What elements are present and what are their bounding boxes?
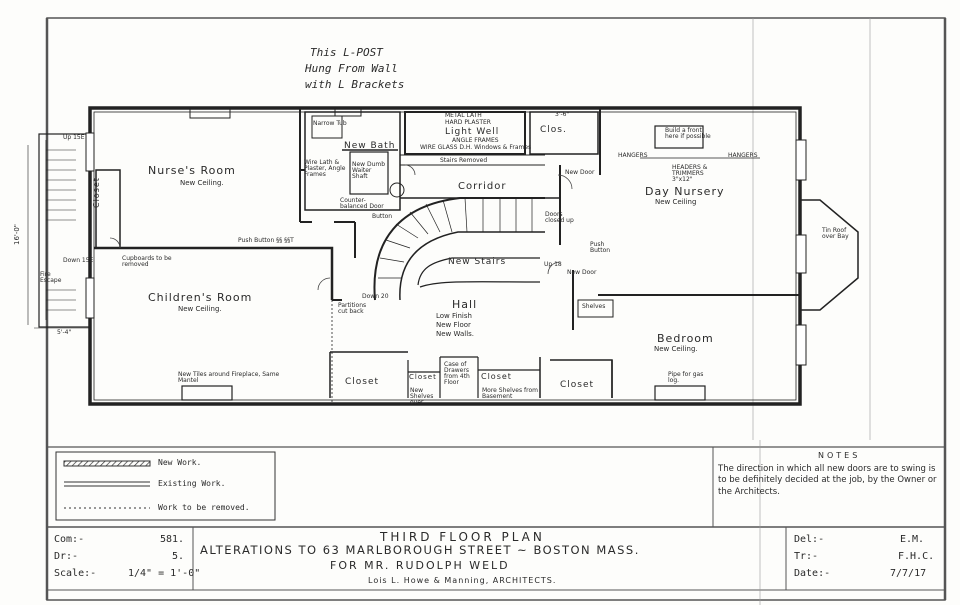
dumb-waiter-note: New Dumb Waiter Shaft	[352, 161, 386, 180]
wire-glass-note: WIRE GLASS D.H. Windows & Frames	[420, 144, 532, 151]
day-nursery-note: New Ceiling	[655, 198, 697, 206]
date-label: Date:-	[794, 568, 831, 579]
narrow-tub-note: Narrow Tub	[313, 120, 347, 127]
up-15e-note: Up 15E	[63, 134, 85, 141]
day-nursery-label: Day Nursery	[645, 185, 725, 198]
doors-closed-note: Doors closed up	[545, 211, 574, 224]
new-door-note-1: New Door	[565, 169, 595, 176]
hard-plaster-note: HARD PLASTER	[445, 119, 491, 126]
headers-trimmers-note: HEADERS & TRIMMERS 3"x12"	[672, 164, 708, 183]
push-button-bell-note: Push Button §§ §§T	[238, 237, 294, 244]
pipe-for-gas-note: Pipe for gas log.	[668, 371, 704, 384]
bedroom-note: New Ceiling.	[654, 345, 698, 353]
corridor-label: Corridor	[458, 181, 507, 192]
up-18-note: Up 18	[544, 261, 562, 268]
tr-label: Tr:-	[794, 551, 819, 562]
legend-box	[55, 451, 276, 521]
dimension-3: 3'-6"	[555, 111, 570, 118]
tin-roof-note: Tin Roof over Bay	[822, 227, 849, 240]
push-button-note: Push Button	[590, 241, 611, 254]
childrens-room-label: Children's Room	[148, 291, 253, 304]
for-line: FOR MR. RUDOLPH WELD	[330, 559, 510, 572]
fire-escape-note: Fire Escape	[40, 271, 62, 284]
more-shelves-note: More Shelves from Basement	[482, 387, 538, 400]
scale-value: 1/4" = 1'-0"	[128, 568, 201, 579]
nurses-room-label: Nurse's Room	[148, 164, 236, 177]
hangers-note-right: HANGERS	[728, 152, 758, 159]
clos-label: Clos.	[540, 125, 567, 135]
com-value: 581.	[160, 534, 185, 545]
childrens-room-note: New Ceiling.	[178, 305, 222, 313]
hall-label: Hall	[452, 298, 478, 311]
shelves-note: Shelves	[582, 303, 606, 310]
stairs-removed-note: Stairs Removed	[440, 157, 488, 164]
date-value: 7/7/17	[890, 568, 927, 579]
hall-note-2: New Floor	[436, 321, 471, 329]
dr-value: 5.	[172, 551, 185, 562]
closet-label-4: Closet	[560, 380, 595, 390]
hall-note-1: Low Finish	[436, 312, 472, 320]
partitions-note: Partitions cut back	[338, 302, 367, 315]
closet-label-2: Closet	[409, 373, 437, 381]
new-stairs-label: New Stairs	[448, 257, 507, 267]
architects-line: Lois L. Howe & Manning, ARCHITECTS.	[368, 576, 557, 585]
new-tiles-note: New Tiles around Fireplace, Same Mantel	[178, 371, 280, 384]
new-bath-label: New Bath	[344, 141, 396, 151]
legend-new-work: New Work.	[158, 458, 202, 467]
del-value: E.M.	[900, 534, 925, 545]
interior-walls	[94, 107, 800, 404]
notes-body: The direction in which all new doors are…	[718, 464, 937, 497]
cupboards-note: Cupboards to be removed	[122, 255, 172, 268]
metal-lath-note: METAL LATH	[445, 112, 482, 119]
closet-vertical-label: Closet	[92, 177, 101, 208]
windows	[85, 132, 807, 366]
scale-label: Scale:-	[54, 568, 97, 579]
button-note: Button	[372, 213, 393, 220]
hangers-note-left: HANGERS	[618, 152, 648, 159]
del-label: Del:-	[794, 534, 825, 545]
nurses-room-note: New Ceiling.	[180, 179, 224, 187]
tr-value: F.H.C.	[898, 551, 935, 562]
sheet-border	[45, 17, 947, 605]
annotation-line-1: This L-POST	[310, 46, 383, 59]
new-door-note-2: New Door	[567, 269, 597, 276]
wire-lath-note: Wire Lath & Plaster, Angle Frames	[304, 159, 346, 178]
notes-heading: NOTES	[818, 451, 861, 460]
light-well-label: Light Well	[445, 127, 500, 137]
down-15e-note: Down 15E	[63, 257, 94, 264]
closet-label-1: Closet	[345, 377, 380, 387]
dimension-16: 16'-0"	[13, 223, 21, 245]
dr-label: Dr:-	[54, 551, 79, 562]
build-a-front-note: Build a front here if possible	[665, 127, 711, 140]
hall-note-3: New Walls.	[436, 330, 475, 338]
down-20-note: Down 20	[362, 293, 389, 300]
annotation-line-3: with L Brackets	[305, 78, 405, 91]
annotation-line-2: Hung From Wall	[305, 62, 398, 75]
stairs	[373, 197, 545, 301]
case-of-drawers-note: Case of Drawers from 4th Floor	[444, 361, 470, 386]
door-swings	[109, 164, 573, 291]
dimension-5: 5'-4"	[57, 329, 72, 336]
new-shelves-note: New Shelves over	[410, 387, 434, 406]
closet-label-3: Closet	[481, 372, 512, 381]
legend-removed-work: Work to be removed.	[158, 503, 250, 512]
angle-frames-note: ANGLE FRAMES	[452, 137, 499, 144]
legend-existing-work: Existing Work.	[158, 479, 226, 488]
com-label: Com:-	[54, 534, 85, 545]
counter-balanced-note: Counter-balanced Door	[340, 197, 384, 210]
sheet-title: THIRD FLOOR PLAN	[380, 530, 545, 544]
alterations-line: ALTERATIONS TO 63 MARLBOROUGH STREET ~ B…	[200, 543, 640, 557]
bedroom-label: Bedroom	[657, 332, 714, 345]
